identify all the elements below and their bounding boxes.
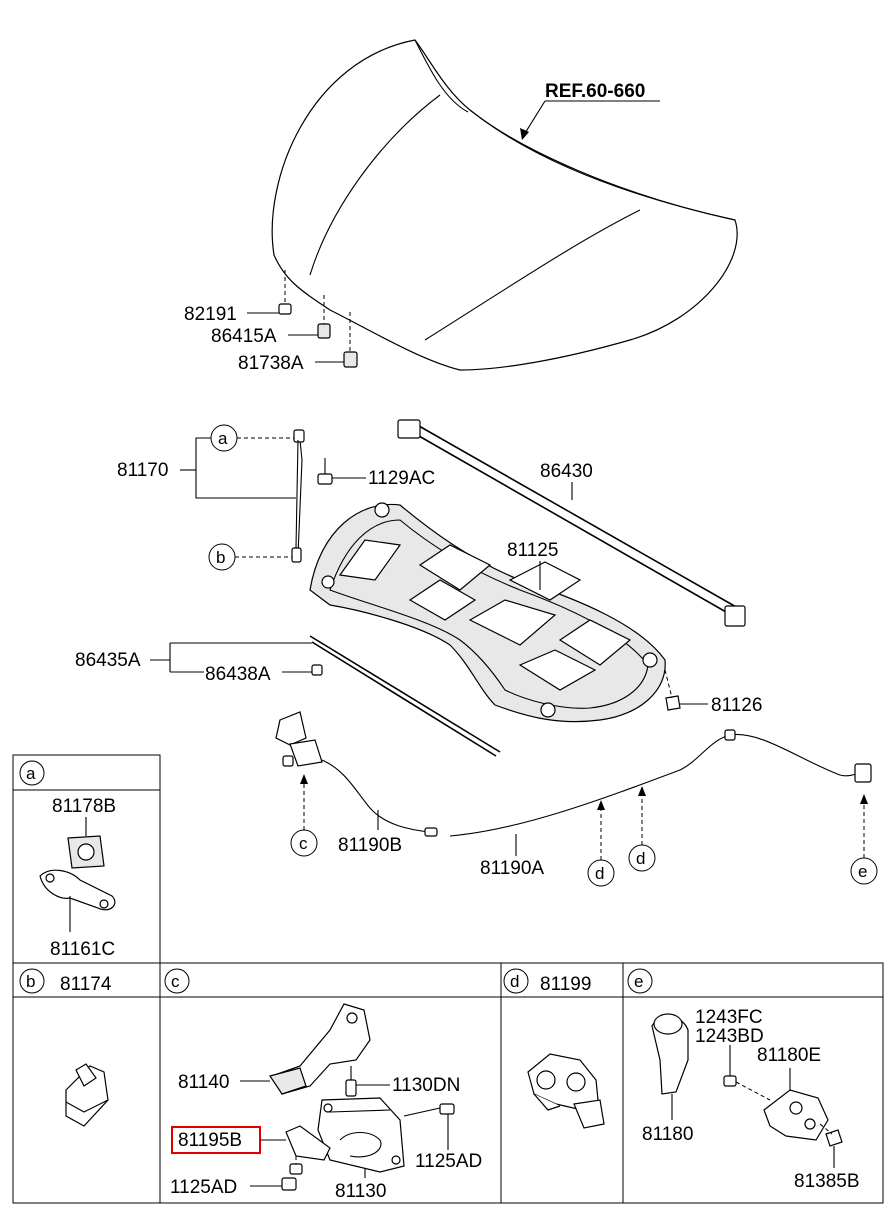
ref-callout: REF.60-660 (520, 81, 660, 140)
bolt-1129AC: 1129AC (317, 458, 435, 489)
weatherstrip: 86430 (397, 419, 746, 627)
marker-e-top: e (850, 794, 878, 885)
marker-c-top: c (290, 774, 318, 857)
svg-text:81190B: 81190B (338, 835, 402, 856)
ref-label: REF.60-660 (545, 81, 645, 102)
svg-text:b: b (26, 972, 35, 991)
svg-text:81161C: 81161C (50, 939, 115, 960)
label-86415A: 86415A (211, 326, 318, 347)
marker-d-right: d (628, 786, 656, 872)
svg-text:1125AD: 1125AD (415, 1151, 482, 1172)
label-82191: 82191 (184, 304, 279, 325)
svg-text:81180: 81180 (642, 1124, 693, 1145)
svg-text:81126: 81126 (711, 695, 762, 716)
marker-a-top: a (210, 424, 294, 452)
svg-text:c: c (299, 834, 308, 853)
label-81170: 81170 (117, 437, 296, 499)
bumper-stops (278, 270, 358, 368)
detail-box-d: d 81199 (500, 962, 624, 1204)
svg-text:81738A: 81738A (238, 353, 304, 374)
svg-text:81130: 81130 (335, 1181, 386, 1202)
svg-text:81178B: 81178B (52, 796, 116, 817)
svg-text:81125: 81125 (507, 540, 558, 561)
svg-text:81174: 81174 (60, 974, 112, 995)
hood-panel (271, 39, 738, 371)
svg-text:82191: 82191 (184, 304, 237, 325)
svg-text:1130DN: 1130DN (392, 1075, 460, 1096)
svg-text:1243BD: 1243BD (695, 1026, 764, 1047)
svg-text:86415A: 86415A (211, 326, 277, 347)
svg-text:d: d (636, 849, 645, 868)
svg-text:81385B: 81385B (794, 1171, 860, 1192)
marker-d-left: d (587, 800, 615, 887)
svg-text:a: a (218, 429, 228, 448)
detail-box-e: e 81180 1243FC 1243BD 81180E 81385B (622, 962, 884, 1204)
svg-text:86430: 86430 (540, 461, 593, 482)
clip-81126: 81126 (664, 669, 762, 716)
detail-box-b: b 81174 (12, 962, 161, 1204)
svg-text:81195B: 81195B (178, 1130, 242, 1151)
svg-text:1129AC: 1129AC (368, 468, 435, 489)
svg-text:81180E: 81180E (757, 1045, 821, 1066)
svg-text:d: d (510, 972, 519, 991)
cable-81190A: 81190A (449, 729, 872, 879)
svg-text:81190A: 81190A (480, 858, 544, 879)
seal-strip: 86435A 86438A (75, 635, 501, 757)
svg-text:81170: 81170 (117, 460, 168, 481)
marker-b-top: b (208, 543, 292, 571)
svg-text:d: d (595, 864, 604, 883)
svg-text:a: a (26, 764, 36, 783)
hood-stay-rod (291, 429, 305, 563)
label-81738A: 81738A (238, 353, 344, 374)
svg-text:81140: 81140 (178, 1072, 229, 1093)
svg-text:1243FC: 1243FC (695, 1007, 763, 1028)
hood-latch-release-mechanism (275, 711, 323, 767)
svg-text:e: e (858, 862, 867, 881)
detail-box-a: a 81178B 81161C (12, 754, 161, 964)
insulator-pad: 81125 (309, 502, 666, 723)
svg-text:e: e (634, 972, 643, 991)
svg-text:1125AD: 1125AD (170, 1177, 237, 1198)
svg-text:81199: 81199 (540, 974, 591, 995)
svg-text:b: b (216, 548, 225, 567)
svg-text:86435A: 86435A (75, 650, 141, 671)
cable-81190B: 81190B (321, 759, 438, 856)
svg-text:c: c (171, 972, 180, 991)
svg-text:86438A: 86438A (205, 664, 271, 685)
detail-box-c: c 81140 1130DN 81130 1125AD 81195B (159, 962, 502, 1204)
